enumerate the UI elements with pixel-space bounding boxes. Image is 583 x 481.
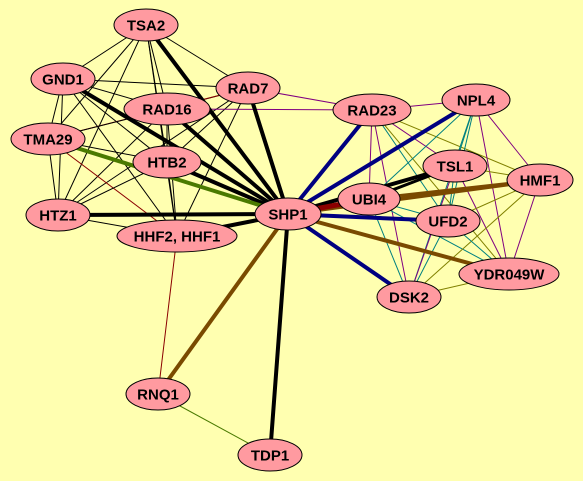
node-ufd2[interactable]: UFD2	[415, 204, 481, 238]
node-hmf1[interactable]: HMF1	[506, 163, 574, 197]
edge-shp1-tsa2	[144, 23, 290, 216]
node-ellipse	[10, 122, 86, 156]
node-label: TSL1	[437, 159, 474, 176]
node-ellipse	[441, 83, 511, 117]
node-label: HMF1	[520, 173, 561, 190]
edge-shp1-tdp1	[268, 212, 290, 457]
node-ellipse	[332, 93, 412, 127]
node-ellipse	[30, 62, 96, 96]
node-label: HTZ1	[39, 208, 77, 225]
node-ubi4[interactable]: UBI4	[337, 182, 401, 216]
node-ellipse	[123, 92, 211, 126]
node-ellipse	[116, 219, 238, 253]
node-ellipse	[337, 182, 401, 216]
node-npl4[interactable]: NPL4	[441, 83, 511, 117]
node-ellipse	[422, 149, 488, 183]
edge-rad7-hhf2	[176, 87, 249, 237]
edge-tsa2-htz1	[57, 24, 147, 216]
node-ydr049w[interactable]: YDR049W	[458, 257, 560, 291]
node-label: SHP1	[268, 207, 307, 224]
node-label: RAD7	[228, 81, 269, 98]
edge-tsl1-ydr049w	[454, 165, 510, 275]
node-label: RNQ1	[137, 387, 179, 404]
node-rad16[interactable]: RAD16	[123, 92, 211, 126]
node-rad7[interactable]: RAD7	[215, 71, 281, 105]
node-tsa2[interactable]: TSA2	[113, 8, 179, 42]
node-ellipse	[25, 198, 91, 232]
edge-hmf1-dsk2	[408, 179, 541, 298]
node-label: TDP1	[251, 448, 289, 465]
node-label: GND1	[42, 72, 84, 89]
edge-rad23-ufd2	[371, 109, 449, 222]
edge-shp1-rnq1	[156, 212, 290, 396]
edge-rad16-htz1	[57, 108, 168, 216]
node-label: HTB2	[147, 155, 186, 172]
node-tdp1[interactable]: TDP1	[237, 438, 303, 472]
node-ellipse	[415, 204, 481, 238]
edge-shp1-rad7	[246, 86, 290, 216]
node-ellipse	[506, 163, 574, 197]
node-dsk2[interactable]: DSK2	[376, 280, 442, 314]
node-htz1[interactable]: HTZ1	[25, 198, 91, 232]
node-label: RAD16	[142, 102, 191, 119]
node-htb2[interactable]: HTB2	[132, 145, 202, 179]
node-rad23[interactable]: RAD23	[332, 93, 412, 127]
edge-shp1-rad16	[165, 107, 290, 216]
edge-shp1-dsk2	[286, 212, 411, 299]
node-ellipse	[215, 71, 281, 105]
node-tma29[interactable]: TMA29	[10, 122, 86, 156]
node-label: DSK2	[389, 290, 429, 307]
node-label: NPL4	[457, 93, 496, 110]
node-ellipse	[237, 438, 303, 472]
node-gnd1[interactable]: GND1	[30, 62, 96, 96]
node-label: RAD23	[347, 103, 396, 120]
node-ellipse	[376, 280, 442, 314]
edge-npl4-ubi4	[368, 99, 477, 200]
edge-tma29-hhf2	[47, 138, 178, 237]
edge-shp1-npl4	[286, 98, 478, 216]
node-ellipse	[254, 197, 322, 231]
node-ellipse	[458, 257, 560, 291]
node-label: TMA29	[23, 132, 72, 149]
node-ellipse	[113, 8, 179, 42]
node-ellipse	[125, 377, 191, 411]
edge-ubi4-dsk2	[368, 198, 410, 298]
node-label: UBI4	[352, 192, 387, 209]
edge-hhf2-rnq1	[157, 235, 178, 395]
edge-shp1-htz1	[56, 212, 290, 217]
edge-gnd1-hhf2	[62, 78, 178, 237]
node-shp1[interactable]: SHP1	[254, 197, 322, 231]
edge-tsa2-tma29	[47, 24, 147, 140]
node-hhf2[interactable]: HHF2, HHF1	[116, 219, 238, 253]
node-label: HHF2, HHF1	[134, 229, 221, 246]
node-label: YDR049W	[474, 267, 546, 284]
node-label: TSA2	[127, 18, 165, 35]
node-rnq1[interactable]: RNQ1	[125, 377, 191, 411]
node-tsl1[interactable]: TSL1	[422, 149, 488, 183]
node-label: UFD2	[428, 214, 467, 231]
edge-shp1-rad23	[286, 108, 374, 216]
node-ellipse	[132, 145, 202, 179]
